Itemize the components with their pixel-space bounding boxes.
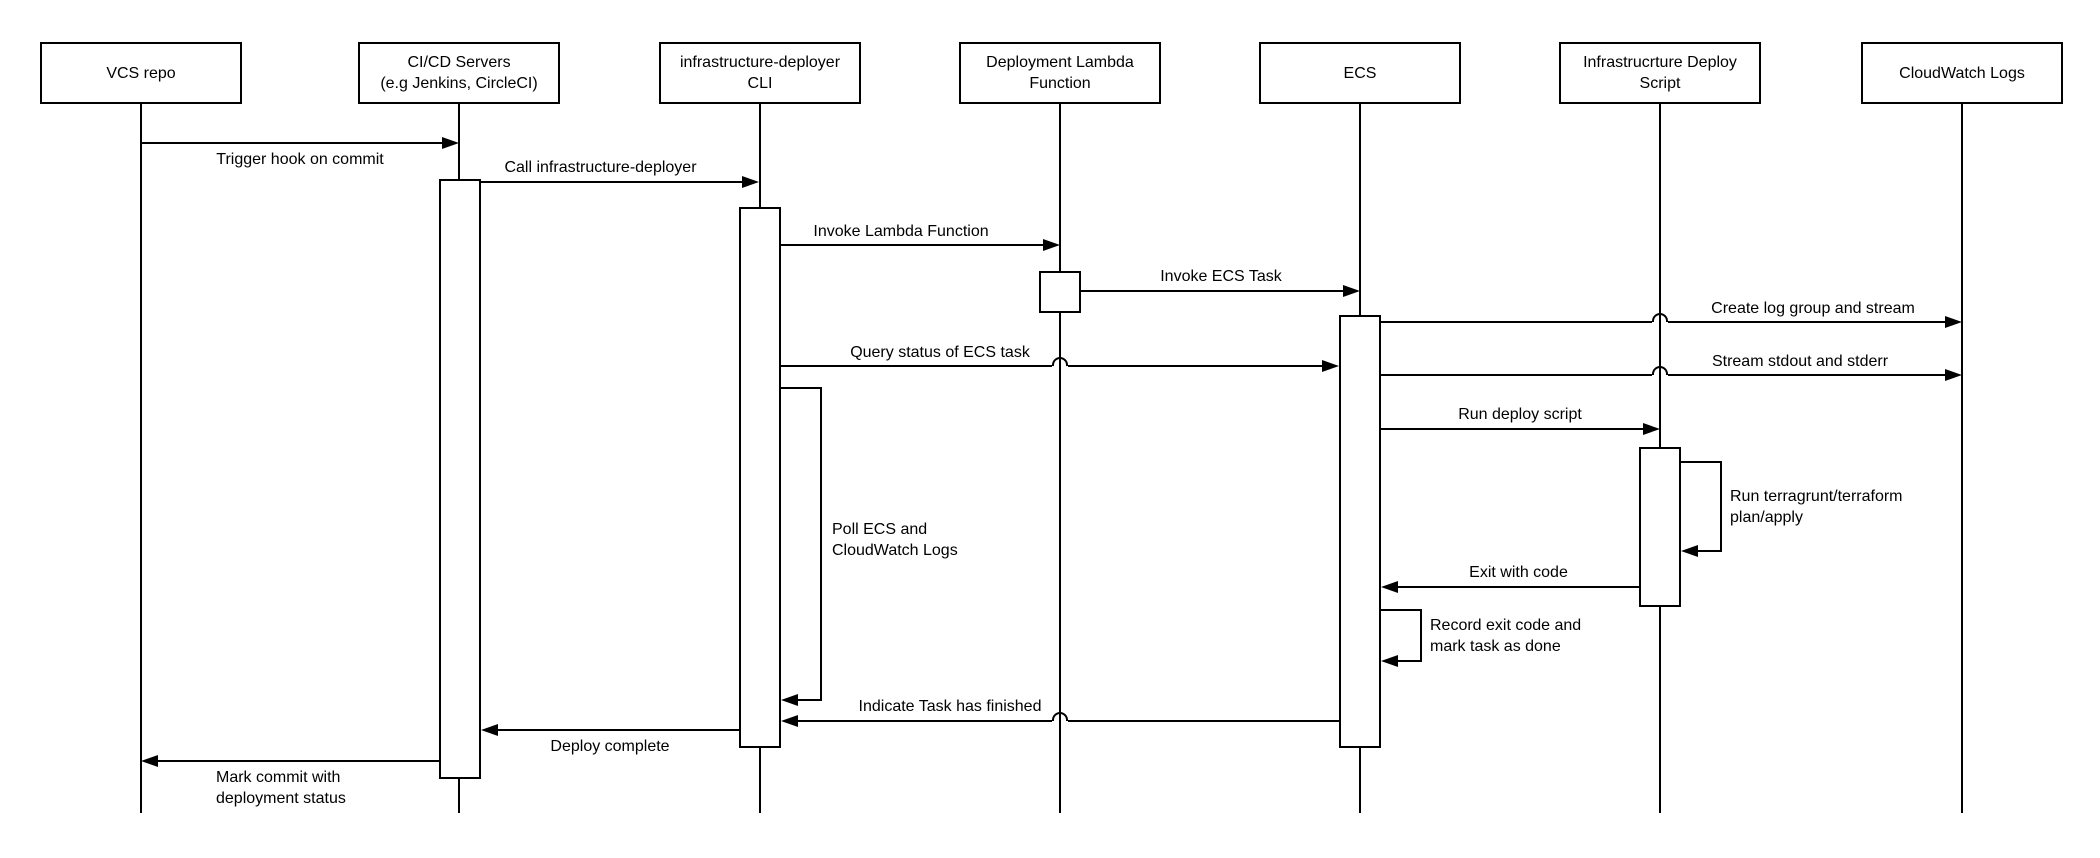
message-exit-code-label: Exit with code [1469, 564, 1568, 581]
message-query-status-line-right [1068, 365, 1322, 367]
message-mark-commit-label-line1: Mark commit with [216, 769, 341, 786]
message-terragrunt-label: Run terragrunt/terraform plan/apply [1730, 486, 1903, 528]
message-terragrunt-loop-top [1681, 461, 1722, 463]
activation-bar-cicd [439, 179, 481, 779]
message-record-exit-label: Record exit code and mark task as done [1430, 615, 1581, 657]
message-trigger-hook-label: Trigger hook on commit [216, 151, 384, 168]
message-invoke-ecs-label: Invoke ECS Task [1160, 268, 1282, 285]
message-indicate-arrowhead [781, 715, 798, 727]
message-run-deploy-label: Run deploy script [1458, 406, 1582, 423]
message-stream-stdout-hop [1652, 366, 1668, 375]
message-create-log-label: Create log group and stream [1711, 300, 1915, 317]
actor-box-cloudwatch-logs: CloudWatch Logs [1861, 42, 2063, 104]
lifeline-cloudwatch-logs [1961, 104, 1963, 813]
message-poll-arrowhead [781, 694, 798, 706]
actor-label: CloudWatch Logs [1899, 64, 2025, 82]
message-indicate-hop [1052, 712, 1068, 721]
message-deploy-complete-label: Deploy complete [550, 738, 670, 755]
message-deploy-complete-line [498, 729, 739, 731]
activation-bar-ecs [1339, 315, 1381, 748]
message-record-exit-label-line1: Record exit code and [1430, 617, 1582, 634]
message-trigger-hook-line [141, 142, 442, 144]
actor-label: VCS repo [106, 64, 176, 82]
message-trigger-hook-arrowhead [442, 137, 459, 149]
message-terragrunt-arrowhead [1681, 545, 1698, 557]
actor-box-cicd-servers: CI/CD Servers (e.g Jenkins, CircleCI) [358, 42, 560, 104]
message-poll-loop-top [781, 387, 822, 389]
message-mark-commit-arrowhead [141, 755, 158, 767]
actor-sublabel: Script [1639, 75, 1681, 92]
actor-label: CI/CD Servers [407, 54, 511, 71]
message-query-status-arrowhead [1322, 360, 1339, 372]
actor-box-infra-cli: infrastructure-deployer CLI [659, 42, 861, 104]
message-terragrunt-label-line2: plan/apply [1730, 509, 1803, 526]
activation-bar-infra [739, 207, 781, 748]
actor-box-lambda-function: Deployment Lambda Function [959, 42, 1161, 104]
message-invoke-ecs-arrowhead [1343, 285, 1360, 297]
message-create-log-line-right [1668, 321, 1945, 323]
message-record-exit-loop-bottom [1398, 660, 1422, 662]
message-create-log-arrowhead [1945, 316, 1962, 328]
message-deploy-complete-arrowhead [481, 724, 498, 736]
message-poll-label-line1: Poll ECS and [832, 521, 928, 538]
lifeline-vcs-repo [140, 104, 142, 813]
message-invoke-lambda-line [781, 244, 1043, 246]
activation-bar-lambda [1039, 271, 1081, 313]
message-stream-stdout-line-left [1381, 374, 1652, 376]
message-invoke-lambda-label: Invoke Lambda Function [813, 223, 989, 240]
actor-box-ecs: ECS [1259, 42, 1461, 104]
message-record-exit-loop-right [1420, 609, 1422, 662]
actor-box-vcs-repo: VCS repo [40, 42, 242, 104]
message-indicate-line-right [1068, 720, 1339, 722]
actor-label: Infrastrucrture Deploy [1583, 54, 1737, 71]
message-query-status-hop [1052, 357, 1068, 366]
message-record-exit-label-line2: mark task as done [1430, 638, 1561, 655]
message-stream-stdout-arrowhead [1945, 369, 1962, 381]
actor-sublabel: Function [1029, 75, 1091, 92]
message-poll-label: Poll ECS and CloudWatch Logs [832, 519, 958, 561]
message-terragrunt-label-line1: Run terragrunt/terraform [1730, 488, 1903, 505]
message-terragrunt-loop-right [1720, 461, 1722, 552]
actor-sublabel: CLI [747, 75, 773, 92]
message-exit-code-line [1398, 586, 1639, 588]
message-mark-commit-line [158, 760, 439, 762]
message-invoke-ecs-line [1081, 290, 1343, 292]
actor-label: Deployment Lambda [986, 54, 1134, 71]
message-create-log-line-left [1381, 321, 1652, 323]
lifeline-lambda-function [1059, 104, 1061, 813]
message-run-deploy-arrowhead [1643, 423, 1660, 435]
message-mark-commit-label: Mark commit with deployment status [216, 767, 346, 809]
message-mark-commit-label-line2: deployment status [216, 790, 346, 807]
message-record-exit-arrowhead [1381, 655, 1398, 667]
message-call-deployer-arrowhead [742, 176, 759, 188]
message-query-status-label: Query status of ECS task [850, 344, 1030, 361]
message-create-log-hop [1652, 313, 1668, 322]
message-poll-loop-bottom [798, 699, 822, 701]
message-call-deployer-line [481, 181, 742, 183]
message-indicate-line-left [798, 720, 1052, 722]
message-invoke-lambda-arrowhead [1043, 239, 1060, 251]
actor-sublabel: (e.g Jenkins, CircleCI) [380, 75, 538, 92]
message-indicate-label: Indicate Task has finished [858, 698, 1042, 715]
message-poll-loop-right [820, 387, 822, 701]
message-terragrunt-loop-bottom [1698, 550, 1722, 552]
message-run-deploy-line [1381, 428, 1643, 430]
message-query-status-line-left [781, 365, 1052, 367]
actor-label: infrastructure-deployer [679, 54, 841, 71]
message-exit-code-arrowhead [1381, 581, 1398, 593]
message-stream-stdout-label: Stream stdout and stderr [1711, 353, 1889, 370]
message-call-deployer-label: Call infrastructure-deployer [504, 159, 697, 176]
message-stream-stdout-line-right [1668, 374, 1945, 376]
actor-box-deploy-script: Infrastrucrture Deploy Script [1559, 42, 1761, 104]
message-record-exit-loop-top [1381, 609, 1422, 611]
actor-label: ECS [1343, 64, 1377, 82]
message-poll-label-line2: CloudWatch Logs [832, 542, 958, 559]
activation-bar-deploy-script [1639, 447, 1681, 607]
